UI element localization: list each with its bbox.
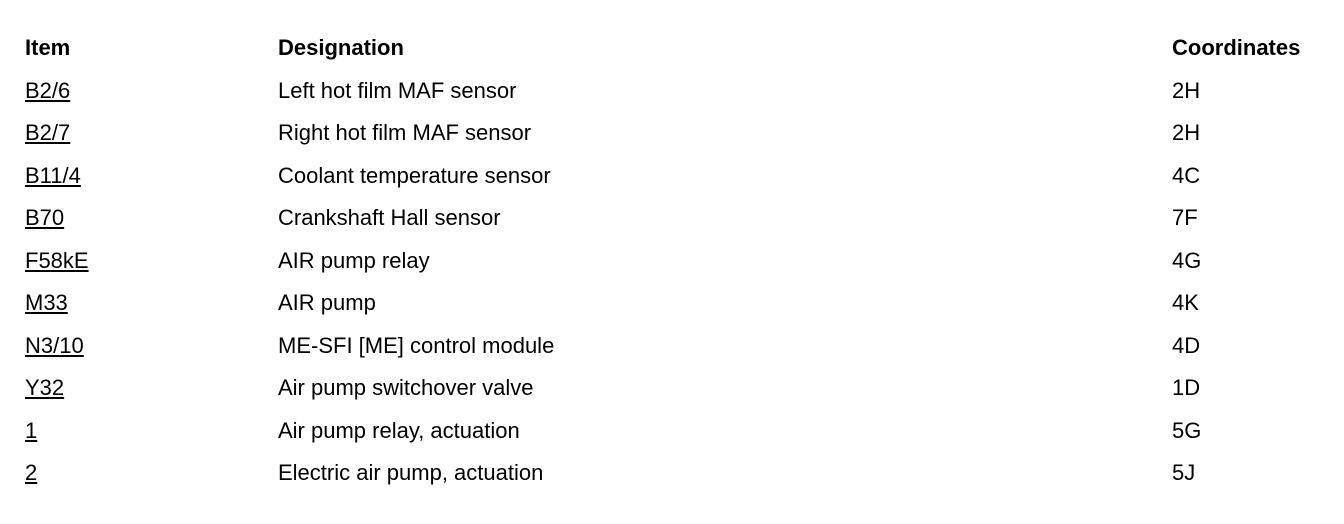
designation-cell: Crankshaft Hall sensor	[278, 205, 501, 230]
component-legend-table: Item Designation Coordinates B2/6 Left h…	[25, 30, 1325, 498]
item-link[interactable]: B11/4	[25, 162, 81, 188]
item-link[interactable]: B2/6	[25, 77, 71, 103]
item-link[interactable]: M33	[25, 290, 68, 315]
header-coordinates: Coordinates	[1172, 35, 1301, 60]
designation-cell: AIR pump relay	[278, 247, 430, 273]
item-link[interactable]: 1	[25, 417, 38, 443]
designation-cell: Left hot film MAF sensor	[278, 77, 517, 103]
coordinates-cell: 4G	[1172, 247, 1202, 273]
table-row: Y32 Air pump switchover valve 1D	[25, 370, 1325, 413]
coordinates-cell: 4K	[1172, 290, 1199, 315]
designation-cell: Electric air pump, actuation	[278, 460, 544, 485]
header-item: Item	[25, 35, 71, 60]
coordinates-cell: 5J	[1172, 460, 1196, 485]
item-link[interactable]: N3/10	[25, 332, 84, 358]
item-link[interactable]: B70	[25, 205, 65, 230]
header-designation: Designation	[278, 35, 404, 60]
item-link[interactable]: Y32	[25, 375, 65, 400]
table-row: B11/4 Coolant temperature sensor 4C	[25, 158, 1325, 201]
item-link[interactable]: B2/7	[25, 120, 71, 145]
designation-cell: ME-SFI [ME] control module	[278, 332, 555, 358]
coordinates-cell: 1D	[1172, 375, 1201, 400]
table-row: 2 Electric air pump, actuation 5J	[25, 455, 1325, 498]
table-row: N3/10 ME-SFI [ME] control module 4D	[25, 328, 1325, 371]
item-link[interactable]: 2	[25, 460, 38, 485]
table-row: B70 Crankshaft Hall sensor 7F	[25, 200, 1325, 243]
table-row: M33 AIR pump 4K	[25, 285, 1325, 328]
coordinates-cell: 5G	[1172, 417, 1202, 443]
table-header-row: Item Designation Coordinates	[25, 30, 1325, 73]
item-link[interactable]: F58kE	[25, 247, 89, 273]
coordinates-cell: 2H	[1172, 77, 1201, 103]
designation-cell: AIR pump	[278, 290, 376, 315]
designation-cell: Right hot film MAF sensor	[278, 120, 532, 145]
coordinates-cell: 4C	[1172, 162, 1201, 188]
designation-cell: Air pump switchover valve	[278, 375, 534, 400]
table-row: 1 Air pump relay, actuation 5G	[25, 413, 1325, 456]
table-row: B2/6 Left hot film MAF sensor 2H	[25, 73, 1325, 116]
designation-cell: Air pump relay, actuation	[278, 417, 520, 443]
table-row: F58kE AIR pump relay 4G	[25, 243, 1325, 286]
coordinates-cell: 4D	[1172, 332, 1201, 358]
coordinates-cell: 7F	[1172, 205, 1198, 230]
coordinates-cell: 2H	[1172, 120, 1201, 145]
designation-cell: Coolant temperature sensor	[278, 162, 551, 188]
table-row: B2/7 Right hot film MAF sensor 2H	[25, 115, 1325, 158]
